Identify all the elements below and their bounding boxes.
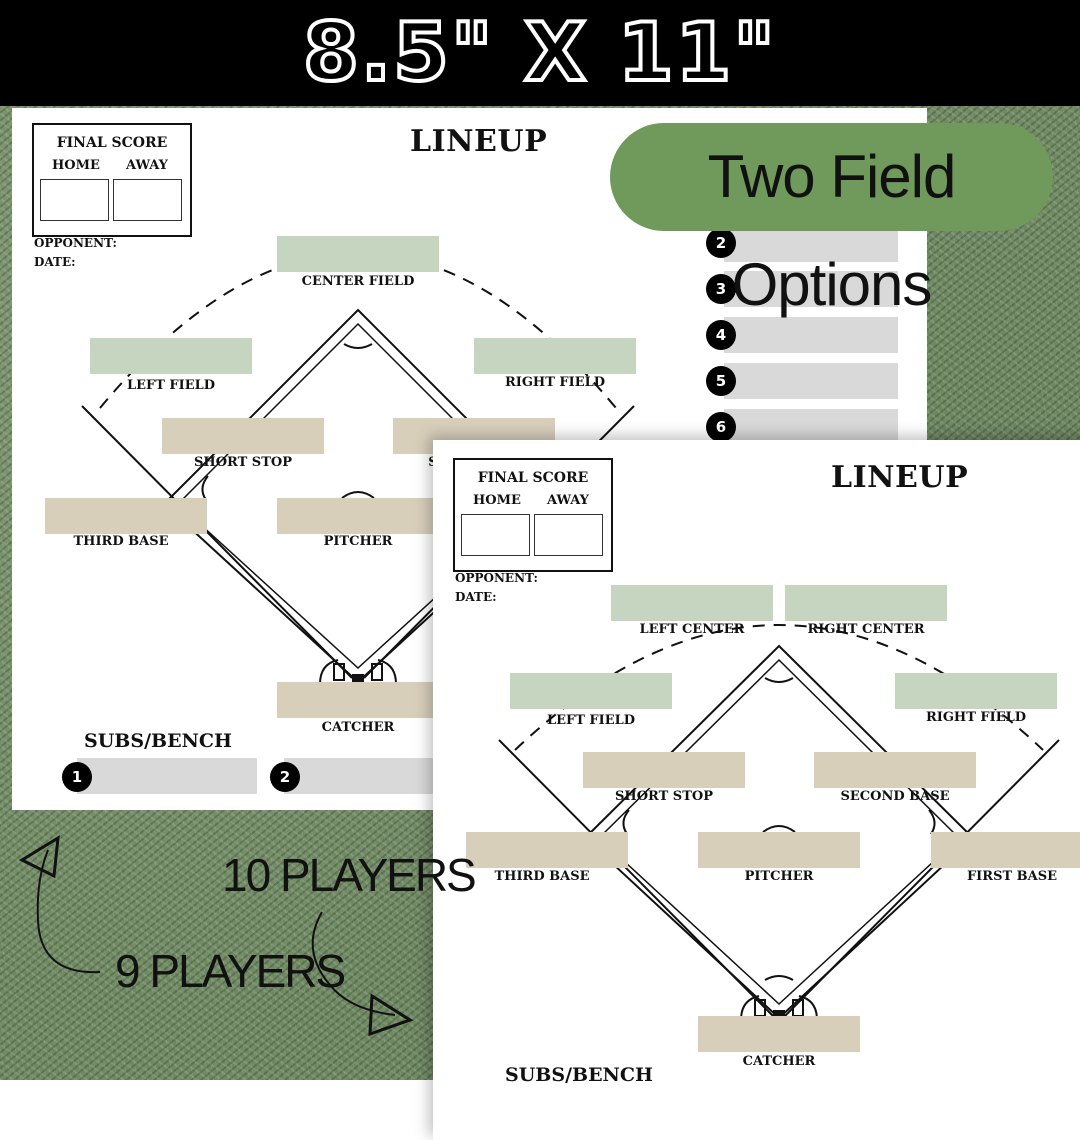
right-center-slot[interactable] (785, 585, 947, 621)
lineup-sheet-ten-players: FINAL SCORE HOME AWAY OPPONENT: DATE: LI… (433, 440, 1080, 1140)
left-center-label: LEFT CENTER (639, 622, 745, 637)
right-field-slot-ten[interactable] (895, 673, 1057, 709)
sub-number-1: 1 (62, 762, 92, 792)
short-stop-slot-ten[interactable] (583, 752, 745, 788)
second-base-label-ten: SECOND BASE (840, 789, 950, 804)
right-center-label: RIGHT CENTER (807, 622, 925, 637)
catcher-label-ten: CATCHER (742, 1054, 816, 1069)
sub-number-2: 2 (270, 762, 300, 792)
top-banner: 8.5" X 11" (0, 0, 1080, 106)
short-stop-slot[interactable] (162, 418, 324, 454)
third-base-slot[interactable] (45, 498, 207, 534)
batting-order-slot-6[interactable] (724, 409, 898, 445)
nine-players-callout: 9 PLAYERS (115, 945, 346, 997)
second-base-slot-ten[interactable] (814, 752, 976, 788)
batting-order-slot-2[interactable] (724, 226, 898, 262)
center-field-slot[interactable] (277, 236, 439, 272)
third-base-label: THIRD BASE (73, 534, 169, 549)
pitcher-slot-ten[interactable] (698, 832, 860, 868)
order-number-2: 2 (706, 228, 736, 258)
sub-slot-2[interactable] (284, 758, 454, 794)
lineup-title-ten: LINEUP (831, 460, 969, 495)
home-score-field[interactable] (40, 179, 109, 221)
final-score-label: FINAL SCORE (56, 135, 168, 151)
final-score-box: FINAL SCORE HOME AWAY (32, 123, 192, 237)
left-field-label: LEFT FIELD (126, 378, 216, 393)
pitcher-slot[interactable] (277, 498, 439, 534)
arrowhead-ten-icon (368, 993, 414, 1037)
pitcher-label: PITCHER (323, 534, 393, 549)
batting-order-slot-3[interactable] (724, 271, 898, 307)
two-field-options-badge: Two Field Options (610, 123, 1053, 318)
home-label: HOME (52, 158, 100, 173)
order-number-5: 5 (706, 366, 736, 396)
left-field-label-ten: LEFT FIELD (546, 713, 636, 728)
away-label: AWAY (126, 158, 168, 173)
ten-players-callout: 10 PLAYERS (222, 849, 477, 901)
batting-order-slot-5[interactable] (724, 363, 898, 399)
third-base-slot-ten[interactable] (466, 832, 628, 868)
third-base-label-ten: THIRD BASE (494, 869, 590, 884)
short-stop-label: SHORT STOP (194, 455, 292, 470)
catcher-slot-ten[interactable] (698, 1016, 860, 1052)
away-label-ten: AWAY (547, 493, 589, 508)
second-base-label: S (428, 455, 438, 470)
arrow-ten-players (311, 911, 396, 1016)
opponent-label: OPPONENT: (34, 236, 117, 250)
left-field-slot-ten[interactable] (510, 673, 672, 709)
short-stop-label-ten: SHORT STOP (615, 789, 713, 804)
away-score-field[interactable] (113, 179, 182, 221)
home-label-ten: HOME (473, 493, 521, 508)
first-base-label-ten: FIRST BASE (966, 869, 1058, 884)
right-field-label: RIGHT FIELD (504, 375, 606, 390)
callout-arrows (18, 835, 414, 1037)
lineup-title: LINEUP (410, 124, 548, 159)
catcher-slot[interactable] (277, 682, 439, 718)
first-base-slot-ten[interactable] (931, 832, 1080, 868)
away-score-field-ten[interactable] (534, 514, 603, 556)
subs-bench-title: SUBS/BENCH (84, 730, 232, 752)
date-label: DATE: (34, 255, 76, 269)
final-score-box-ten: FINAL SCORE HOME AWAY (453, 458, 613, 572)
order-number-4: 4 (706, 320, 736, 350)
sub-slot-1[interactable] (77, 758, 257, 794)
right-field-slot[interactable] (474, 338, 636, 374)
left-field-slot[interactable] (90, 338, 252, 374)
page-size-title: 8.5" X 11" (301, 4, 777, 101)
badge-label: Two Field Options (707, 143, 957, 318)
pitcher-label-ten: PITCHER (744, 869, 814, 884)
left-center-slot[interactable] (611, 585, 773, 621)
home-score-field-ten[interactable] (461, 514, 530, 556)
order-number-6: 6 (706, 412, 736, 442)
arrow-nine-players (36, 849, 101, 974)
order-number-3: 3 (706, 274, 736, 304)
catcher-label: CATCHER (321, 720, 395, 735)
arrowhead-nine-icon (18, 835, 60, 879)
date-label-ten: DATE: (455, 590, 497, 604)
opponent-label-ten: OPPONENT: (455, 571, 538, 585)
final-score-label-ten: FINAL SCORE (477, 470, 589, 486)
batting-order-slot-4[interactable] (724, 317, 898, 353)
right-field-label-ten: RIGHT FIELD (925, 710, 1027, 725)
center-field-label: CENTER FIELD (301, 274, 415, 289)
